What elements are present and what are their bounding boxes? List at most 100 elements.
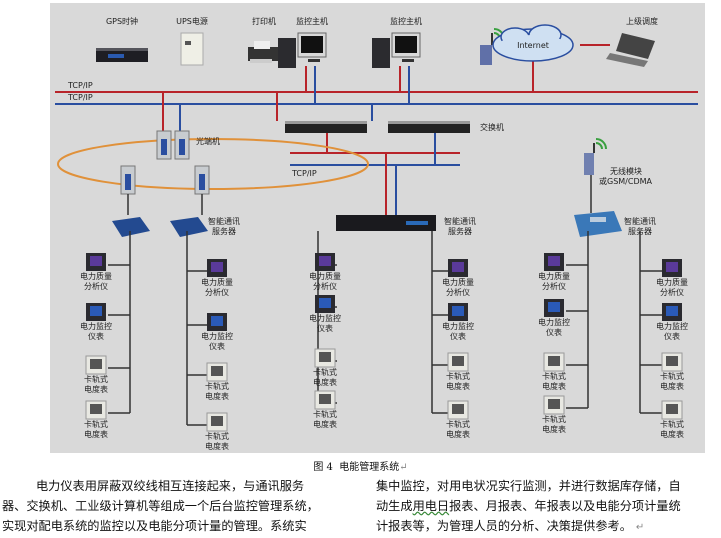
din-rail-energy-meter xyxy=(206,362,228,382)
din-rail-energy-meter xyxy=(85,355,107,375)
meter-label: 分析仪 xyxy=(542,282,566,291)
meter-label: 仪表 xyxy=(209,342,225,351)
server-center-label-1: 智能通讯 xyxy=(444,217,476,226)
text-line: 集中监控，对用电状况实行监测，并进行数据库存储，自 xyxy=(376,479,681,493)
mid-bus-label: TCP/IP xyxy=(292,169,317,178)
meter-label: 电度表 xyxy=(446,382,470,391)
din-rail-energy-meter xyxy=(661,400,683,420)
meter-label: 卡轨式 xyxy=(446,372,470,381)
meter-label: 电度表 xyxy=(660,382,684,391)
monitor-host-1 xyxy=(278,32,327,68)
paragraph-mark-icon: ↵ xyxy=(635,522,645,533)
meter-label: 仪表 xyxy=(664,332,680,341)
meter-label: 电力监控 xyxy=(538,318,570,327)
host2-label: 监控主机 xyxy=(390,17,422,26)
meter-label: 卡轨式 xyxy=(313,410,337,419)
server-right-label-1: 智能通讯 xyxy=(624,217,656,226)
fiber-ring xyxy=(57,138,369,190)
meter-label: 电度表 xyxy=(542,382,566,391)
power-quality-analyzer xyxy=(448,259,468,277)
meter-label: 卡轨式 xyxy=(205,382,229,391)
printer-label: 打印机 xyxy=(252,17,276,26)
ups-device xyxy=(180,32,204,66)
paragraph-mark-icon: ↵ xyxy=(399,462,408,473)
meter-label: 电度表 xyxy=(313,378,337,387)
text-line: 动生成用电日报表、月报表、年报表以及电能分项计量统 xyxy=(376,496,721,516)
monitor-host-2 xyxy=(372,32,421,68)
meter-label: 电度表 xyxy=(84,385,108,394)
server-left-label-2: 服务器 xyxy=(212,227,236,236)
meter-label: 卡轨式 xyxy=(313,368,337,377)
meter-label: 电力监控 xyxy=(309,314,341,323)
gps-clock-device xyxy=(96,48,148,62)
comm-server-left-2 xyxy=(170,217,208,237)
wireless-module xyxy=(584,138,607,175)
meter-label: 分析仪 xyxy=(313,282,337,291)
meter-label: 卡轨式 xyxy=(542,415,566,424)
meter-label: 电力质量 xyxy=(201,278,233,287)
meter-label: 卡轨式 xyxy=(660,372,684,381)
text-segment: 动生成 xyxy=(376,499,413,513)
server-center-label-2: 服务器 xyxy=(448,227,472,236)
wireless-label-1: 无线模块 xyxy=(610,167,642,176)
upper-dispatch-label: 上级调度 xyxy=(626,17,658,26)
energy-management-diagram: GPS时钟 UPS电源 打印机 监控主机 监控主机 Internet 上级调度 … xyxy=(50,3,705,453)
power-monitor-meter xyxy=(544,299,564,317)
comm-server-center xyxy=(336,215,436,231)
switch-2 xyxy=(388,121,470,133)
meter-label: 电力质量 xyxy=(442,278,474,287)
upper-dispatch-laptop xyxy=(606,33,655,67)
din-rail-energy-meter xyxy=(543,352,565,372)
body-text-left: 电力仪表用屏蔽双绞线相互连接起来，与通讯服务 器、交换机、工业级计算机等组成一个… xyxy=(2,476,360,536)
meter-label: 电力质量 xyxy=(309,272,341,281)
body-text-right: 集中监控，对用电状况实行监测，并进行数据库存储，自 动生成用电日报表、月报表、年… xyxy=(376,476,721,538)
din-rail-energy-meter xyxy=(314,390,336,410)
meter-label: 电力监控 xyxy=(80,322,112,331)
switch-label: 交换机 xyxy=(480,123,504,132)
fiber-converter-top-2 xyxy=(174,130,190,160)
text-segment: 计报表等，为管理人员的分析、决策提供参考。 xyxy=(376,519,632,533)
meter-label: 仪表 xyxy=(88,332,104,341)
din-rail-energy-meter xyxy=(314,348,336,368)
power-quality-analyzer xyxy=(315,253,335,271)
bus-label-red: TCP/IP xyxy=(68,81,93,90)
power-quality-analyzer xyxy=(86,253,106,271)
server-right-label-2: 服务器 xyxy=(628,227,652,236)
meter-label: 电度表 xyxy=(660,430,684,439)
fiber-converter-left xyxy=(120,165,136,195)
din-rail-energy-meter xyxy=(447,400,469,420)
server-left-label-1: 智能通讯 xyxy=(208,217,240,226)
meter-label: 卡轨式 xyxy=(542,372,566,381)
comm-server-left-1 xyxy=(112,217,150,237)
meter-label: 电度表 xyxy=(542,425,566,434)
meter-label: 电度表 xyxy=(84,430,108,439)
power-quality-analyzer xyxy=(662,259,682,277)
text-line: 实现对配电系统的监控以及电能分项计量的管理。系统实 xyxy=(2,519,307,533)
power-monitor-meter xyxy=(86,303,106,321)
meter-trees xyxy=(85,231,683,432)
meter-label: 仪表 xyxy=(450,332,466,341)
din-rail-energy-meter xyxy=(661,352,683,372)
power-monitor-meter xyxy=(315,295,335,313)
meter-label: 分析仪 xyxy=(660,288,684,297)
text-line: 器、交换机、工业级计算机等组成一个后台监控管理系统， xyxy=(2,499,319,513)
power-quality-analyzer xyxy=(207,259,227,277)
power-monitor-meter xyxy=(448,303,468,321)
gps-label: GPS时钟 xyxy=(105,17,139,26)
text-line: 计报表等，为管理人员的分析、决策提供参考。 ↵ xyxy=(376,516,721,538)
din-rail-energy-meter xyxy=(206,412,228,432)
internet-label: Internet xyxy=(517,41,549,50)
comm-server-right xyxy=(574,211,622,237)
meter-label: 电力监控 xyxy=(442,322,474,331)
meter-label: 电力质量 xyxy=(656,278,688,287)
meter-label: 卡轨式 xyxy=(84,375,108,384)
diagram-canvas xyxy=(55,24,698,432)
text-segment: 报表、月报表、年报表以及电能分项计量统 xyxy=(449,499,681,513)
meter-label: 电度表 xyxy=(205,442,229,451)
fiber-converter-top-1 xyxy=(156,130,172,160)
power-monitor-meter xyxy=(662,303,682,321)
din-rail-energy-meter xyxy=(447,352,469,372)
figure-title: 电能管理系统 xyxy=(339,462,400,473)
din-rail-energy-meter xyxy=(85,400,107,420)
fiber-converter-label: 光端机 xyxy=(196,137,220,146)
